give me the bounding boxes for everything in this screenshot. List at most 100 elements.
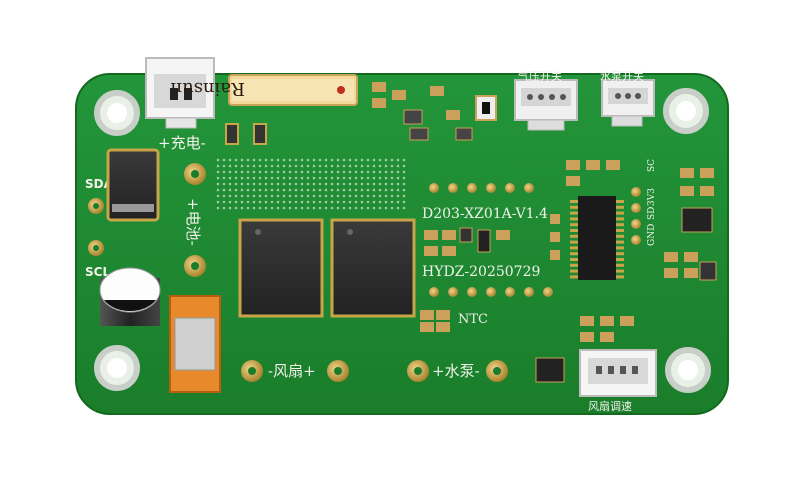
via	[330, 194, 334, 198]
via	[294, 182, 298, 186]
via	[300, 188, 304, 192]
via	[270, 194, 274, 198]
via	[246, 164, 250, 168]
via	[372, 188, 376, 192]
via	[264, 206, 268, 210]
via	[246, 158, 250, 162]
via	[306, 206, 310, 210]
ic-pin	[570, 211, 578, 215]
via	[252, 164, 256, 168]
via	[342, 158, 346, 162]
via	[258, 206, 262, 210]
header-pad	[543, 287, 553, 297]
ic-pin	[570, 217, 578, 221]
ic-pin	[570, 252, 578, 256]
via	[336, 194, 340, 198]
via	[324, 182, 328, 186]
via	[324, 194, 328, 198]
via	[330, 170, 334, 174]
via	[384, 176, 388, 180]
via	[270, 188, 274, 192]
via	[312, 164, 316, 168]
via	[306, 158, 310, 162]
via	[294, 206, 298, 210]
via	[228, 164, 232, 168]
ic-pin	[616, 217, 624, 221]
via	[270, 164, 274, 168]
via	[330, 158, 334, 162]
via	[288, 188, 292, 192]
via	[390, 176, 394, 180]
via	[282, 206, 286, 210]
via	[330, 164, 334, 168]
header-pad-row-top	[429, 183, 534, 193]
via	[384, 164, 388, 168]
via	[270, 158, 274, 162]
ic-pin	[616, 263, 624, 267]
ic-pin	[616, 258, 624, 261]
via	[228, 188, 232, 192]
battery-pad-bottom	[184, 255, 206, 277]
via	[294, 164, 298, 168]
via	[216, 206, 220, 210]
via	[288, 194, 292, 198]
via	[312, 200, 316, 204]
via	[222, 200, 226, 204]
via	[234, 164, 238, 168]
via	[264, 182, 268, 186]
via	[372, 158, 376, 162]
via	[306, 170, 310, 174]
via	[294, 194, 298, 198]
via	[234, 176, 238, 180]
via	[228, 170, 232, 174]
ic-pin	[570, 269, 578, 273]
via	[390, 188, 394, 192]
via	[402, 170, 406, 174]
via	[360, 188, 364, 192]
via	[264, 188, 268, 192]
via	[252, 194, 256, 198]
via	[246, 170, 250, 174]
via	[228, 200, 232, 204]
via	[300, 176, 304, 180]
fan-label: -风扇+	[268, 362, 316, 380]
ic-pin	[616, 240, 624, 244]
via	[396, 206, 400, 210]
via	[402, 176, 406, 180]
ic-pin	[616, 234, 624, 238]
header-pad-row-bottom	[429, 287, 553, 297]
ic-pin	[570, 234, 578, 238]
via	[342, 194, 346, 198]
via	[366, 170, 370, 174]
via	[288, 182, 292, 186]
via	[396, 158, 400, 162]
via	[282, 200, 286, 204]
via	[384, 182, 388, 186]
via	[282, 164, 286, 168]
via	[258, 194, 262, 198]
header-pad	[486, 287, 496, 297]
electrolytic-capacitor	[99, 267, 161, 326]
via	[342, 200, 346, 204]
via	[396, 170, 400, 174]
via	[390, 206, 394, 210]
via	[348, 164, 352, 168]
via	[246, 206, 250, 210]
via	[252, 158, 256, 162]
via	[372, 176, 376, 180]
ic-pin	[616, 252, 624, 256]
model-label: D203-XZ01A-V1.4	[422, 206, 548, 222]
via	[330, 182, 334, 186]
ic-pin	[570, 258, 578, 261]
header-pad	[429, 287, 439, 297]
via	[252, 206, 256, 210]
via	[336, 188, 340, 192]
via	[276, 194, 280, 198]
fan-speed-connector	[579, 349, 657, 397]
code-label: HYDZ-20250729	[422, 264, 540, 280]
via	[246, 182, 250, 186]
via	[288, 176, 292, 180]
via	[354, 164, 358, 168]
via	[276, 206, 280, 210]
via	[216, 182, 220, 186]
